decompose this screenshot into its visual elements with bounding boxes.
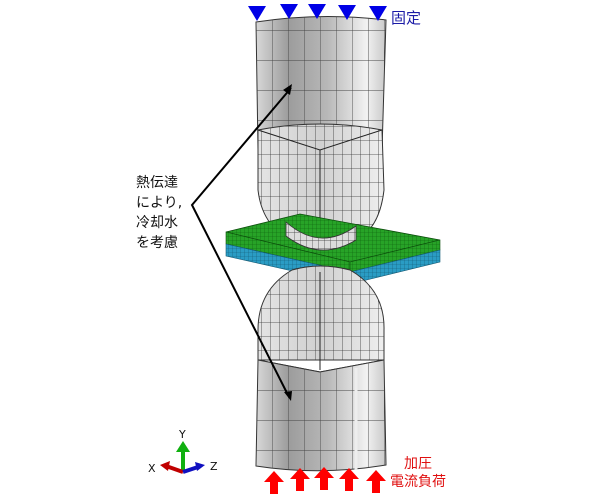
fixed-marker-icon [369, 6, 387, 21]
heat-transfer-line: により, [136, 195, 183, 211]
axis-x-label: X [148, 462, 156, 475]
axis-y-label: Y [178, 428, 186, 441]
heat-transfer-annotation: 熱伝達 により, 冷却水 を考慮 [136, 173, 182, 253]
axis-z-label: Z [210, 460, 218, 473]
fixed-marker-icon [248, 6, 266, 21]
fixed-marker-icon [280, 4, 298, 19]
load-arrow-icon [264, 471, 284, 494]
fixed-marker-icon [338, 5, 356, 20]
heat-transfer-line: 熱伝達 [136, 175, 178, 191]
fixed-marker-icon [308, 4, 326, 19]
axis-triad: Y X Z [148, 428, 218, 475]
x-axis-arrow-icon [160, 461, 170, 471]
load-annotation: 加圧 電流負荷 [390, 455, 446, 491]
y-axis-arrow-icon [176, 441, 190, 452]
heat-transfer-line: を考慮 [136, 235, 178, 251]
load-arrow-icon [290, 468, 310, 491]
annotation-leader-lines [190, 84, 292, 401]
heat-transfer-line: 冷却水 [136, 215, 178, 231]
load-arrow-icon [314, 467, 334, 490]
upper-electrode [255, 15, 387, 241]
arrowhead-icon [284, 391, 292, 401]
z-axis-arrow-icon [195, 462, 205, 471]
load-arrow-icon [339, 468, 359, 491]
load-arrows [264, 467, 386, 494]
lower-electrode [255, 265, 387, 472]
fixed-boundary-label: 固定 [391, 9, 422, 27]
load-line-current: 電流負荷 [390, 474, 446, 490]
fixed-boundary-markers [248, 4, 387, 21]
load-arrow-icon [366, 470, 386, 493]
workpiece-sheets [225, 213, 441, 285]
load-line-pressure: 加圧 [404, 456, 432, 472]
arrowhead-icon [283, 84, 292, 95]
